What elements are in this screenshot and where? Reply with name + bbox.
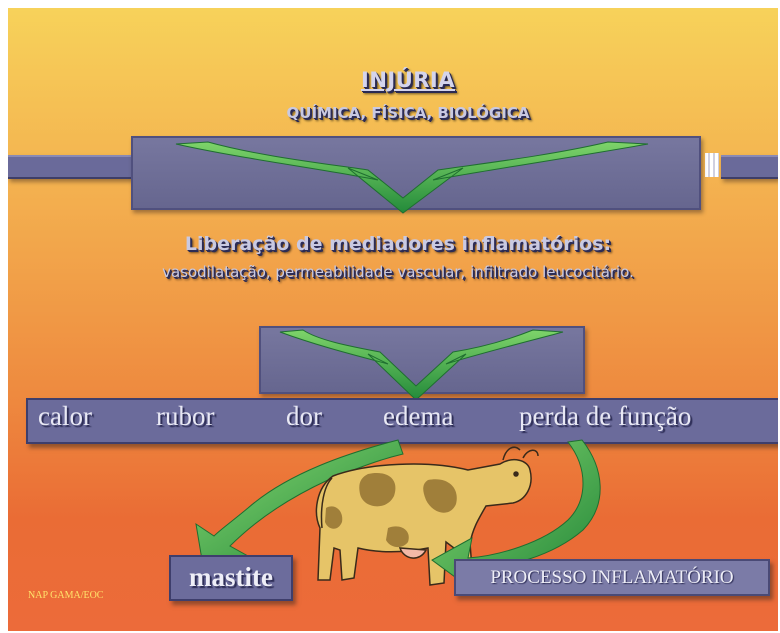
symptom-edema: edema: [383, 401, 454, 431]
cow-illustration: [315, 446, 539, 586]
pipe-connector: [705, 153, 719, 177]
symptom-rubor: rubor: [156, 401, 215, 431]
symptom-calor: calor: [38, 401, 92, 431]
cow-scene: [195, 439, 601, 590]
credit-text: NAP GAMA/EOC: [28, 590, 104, 601]
subtitle: QUÍMICA, FÍSICA, BIOLÓGICA: [286, 104, 530, 122]
symptom-dor: dor: [286, 401, 322, 431]
top-down-arrow-icon: [175, 141, 649, 214]
title: INJÚRIA: [361, 68, 455, 92]
middle-down-arrow-icon: [279, 329, 564, 401]
mediators-title: Liberação de mediadores inflamatórios:: [184, 233, 612, 255]
processo-inflamatorio-box: PROCESSO INFLAMATÓRIO: [454, 559, 770, 596]
mastite-box: mastite: [169, 555, 293, 601]
symptoms-bar: calor rubor dor edema perda de função: [26, 398, 778, 444]
slide: INJÚRIA QUÍMICA, FÍSICA, BIOLÓGICA Liber…: [8, 8, 778, 631]
symptom-perda-de-funcao: perda de função: [519, 401, 692, 431]
pipe-bar-right: [721, 155, 778, 179]
pipe-bar-left: [8, 155, 133, 179]
mediators-description: vasodilatação, permeabilidade vascular, …: [162, 263, 634, 281]
